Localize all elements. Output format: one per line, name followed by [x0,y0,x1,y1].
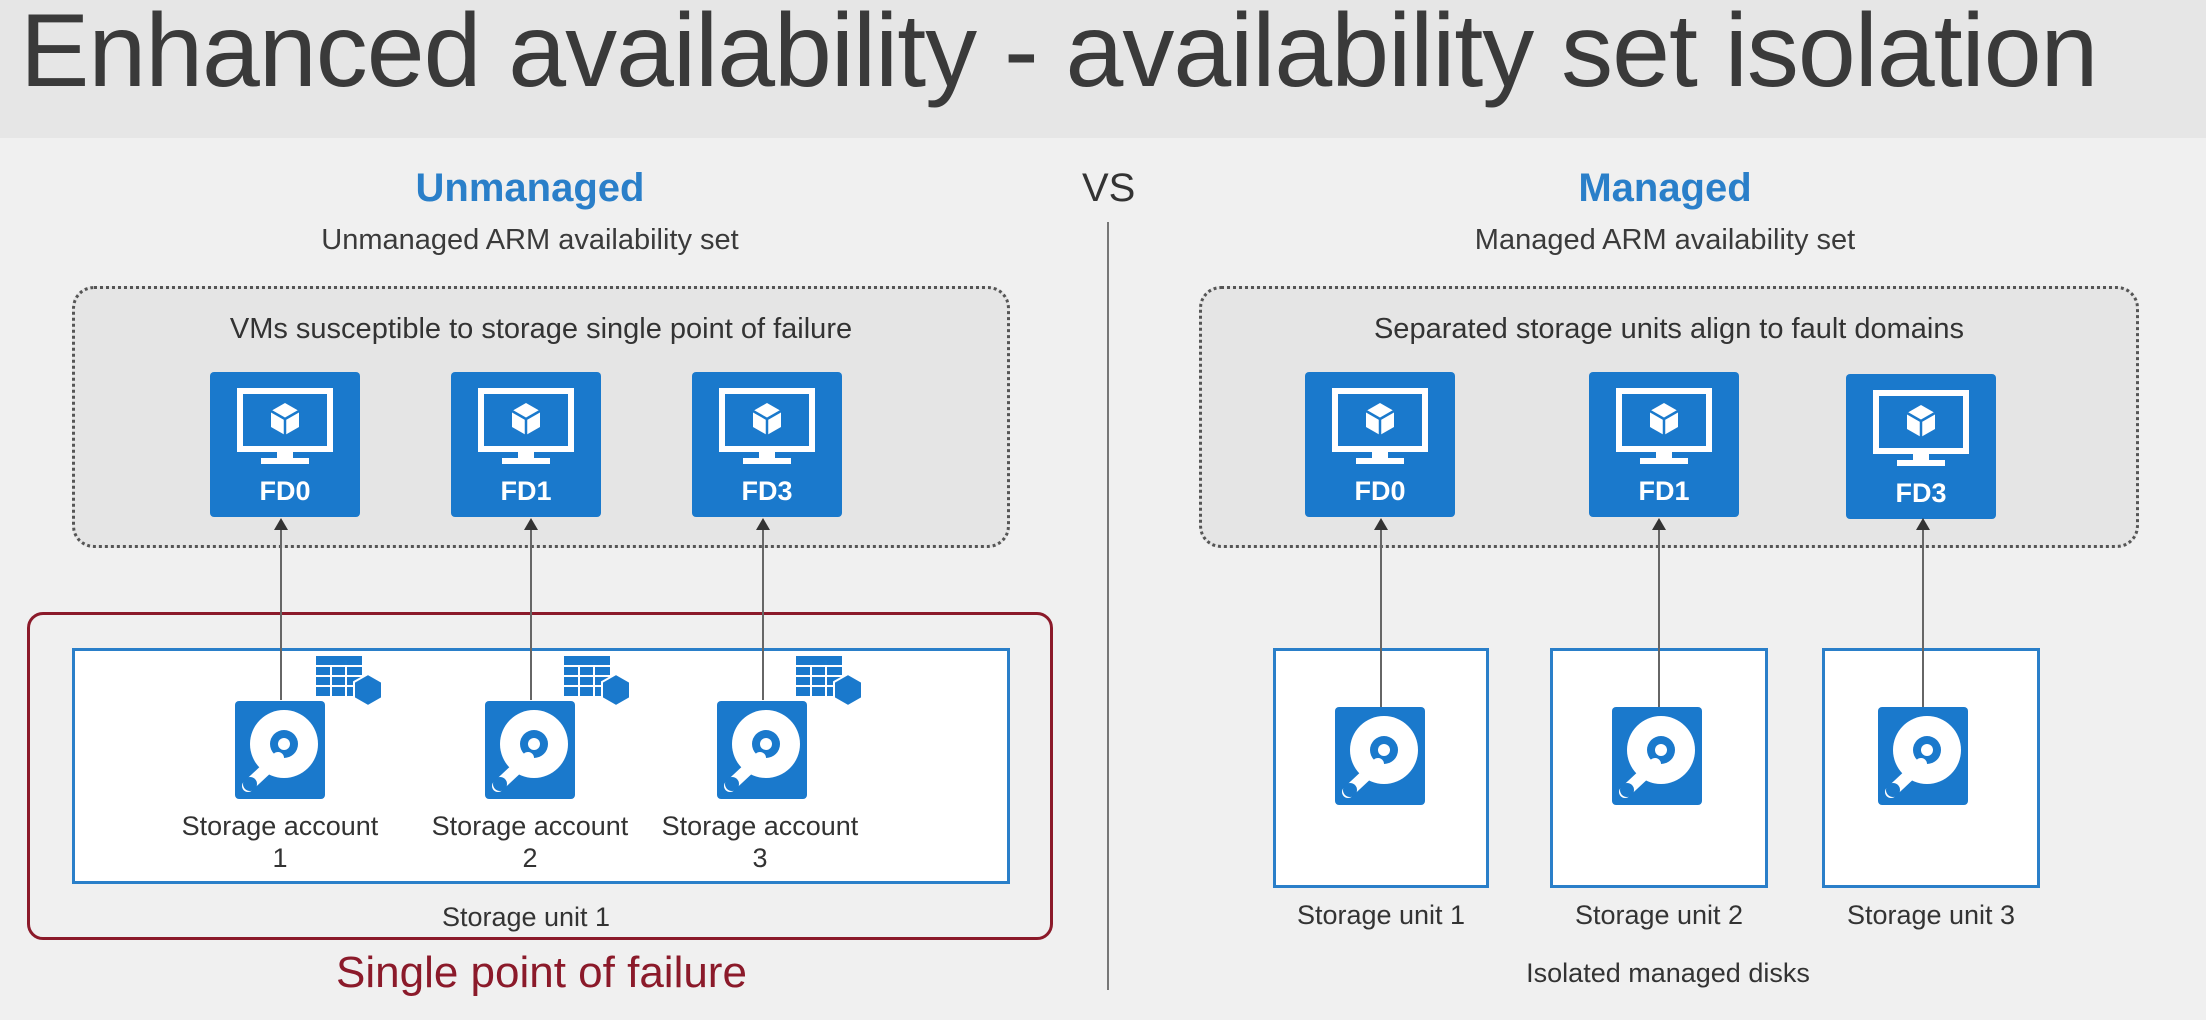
managed-vm-fd0: FD0 [1305,372,1455,517]
arrow-storage2-to-fd1 [524,518,538,700]
vm-label: FD3 [1895,478,1947,508]
single-point-of-failure-outline [27,612,1053,940]
storage-account-label: Storage account 1 [181,811,379,873]
single-point-of-failure-label: Single point of failure [336,948,747,997]
vm-monitor-icon [237,388,333,464]
storage-account-label: Storage account 2 [431,811,629,873]
storage-account-grid-icon [796,656,863,708]
managed-vm-fd3: FD3 [1846,374,1996,519]
vm-monitor-icon [1616,388,1712,464]
unmanaged-storage-unit-label: Storage unit 1 [441,902,611,932]
vm-label: FD0 [1354,476,1406,506]
vm-monitor-icon [478,388,574,464]
vm-label: FD1 [1638,476,1690,506]
disk-icon [485,701,575,799]
managed-vm-group-label: Separated storage units align to fault d… [1373,313,1965,345]
disk-icon [717,701,807,799]
slide-title: Enhanced availability - availability set… [20,0,2098,109]
unmanaged-vm-fd1: FD1 [451,372,601,517]
unmanaged-vm-fd3: FD3 [692,372,842,517]
vm-label: FD3 [741,476,793,506]
vs-label: VS [1082,166,1136,210]
storage-account-grid-icon [316,656,383,708]
vm-monitor-icon [1332,388,1428,464]
managed-disk-icon [1335,707,1425,805]
managed-vm-fd1: FD1 [1589,372,1739,517]
managed-storage-unit-label: Storage unit 1 [1296,900,1466,930]
managed-storage-unit-label: Storage unit 2 [1574,900,1744,930]
unmanaged-vm-fd0: FD0 [210,372,360,517]
disk-icon [235,701,325,799]
managed-heading: Managed [1578,166,1752,210]
title-bar: Enhanced availability - availability set… [0,0,2206,138]
managed-subheading: Managed ARM availability set [1474,224,1856,256]
storage-account-label: Storage account 3 [661,811,859,873]
arrow-storage1-to-fd0 [274,518,288,700]
arrow-storage3-to-fd3 [756,518,770,700]
vm-monitor-icon [719,388,815,464]
isolated-managed-disks-label: Isolated managed disks [1526,958,1810,988]
unmanaged-vm-group-label: VMs susceptible to storage single point … [229,313,853,345]
vm-label: FD1 [500,476,552,506]
storage-account-grid-icon [564,656,631,708]
managed-storage-unit-label: Storage unit 3 [1846,900,2016,930]
arrow-unit3-to-fd3 [1916,518,1930,715]
managed-disk-icon [1612,707,1702,805]
vm-label: FD0 [259,476,311,506]
unmanaged-subheading: Unmanaged ARM availability set [321,224,739,256]
arrow-unit1-to-fd0 [1374,518,1388,715]
managed-storage-unit-3 [1822,648,2040,888]
vm-monitor-icon [1873,390,1969,466]
divider [1107,222,1109,990]
arrow-unit2-to-fd1 [1652,518,1666,715]
unmanaged-heading: Unmanaged [415,166,645,210]
managed-disk-icon [1878,707,1968,805]
